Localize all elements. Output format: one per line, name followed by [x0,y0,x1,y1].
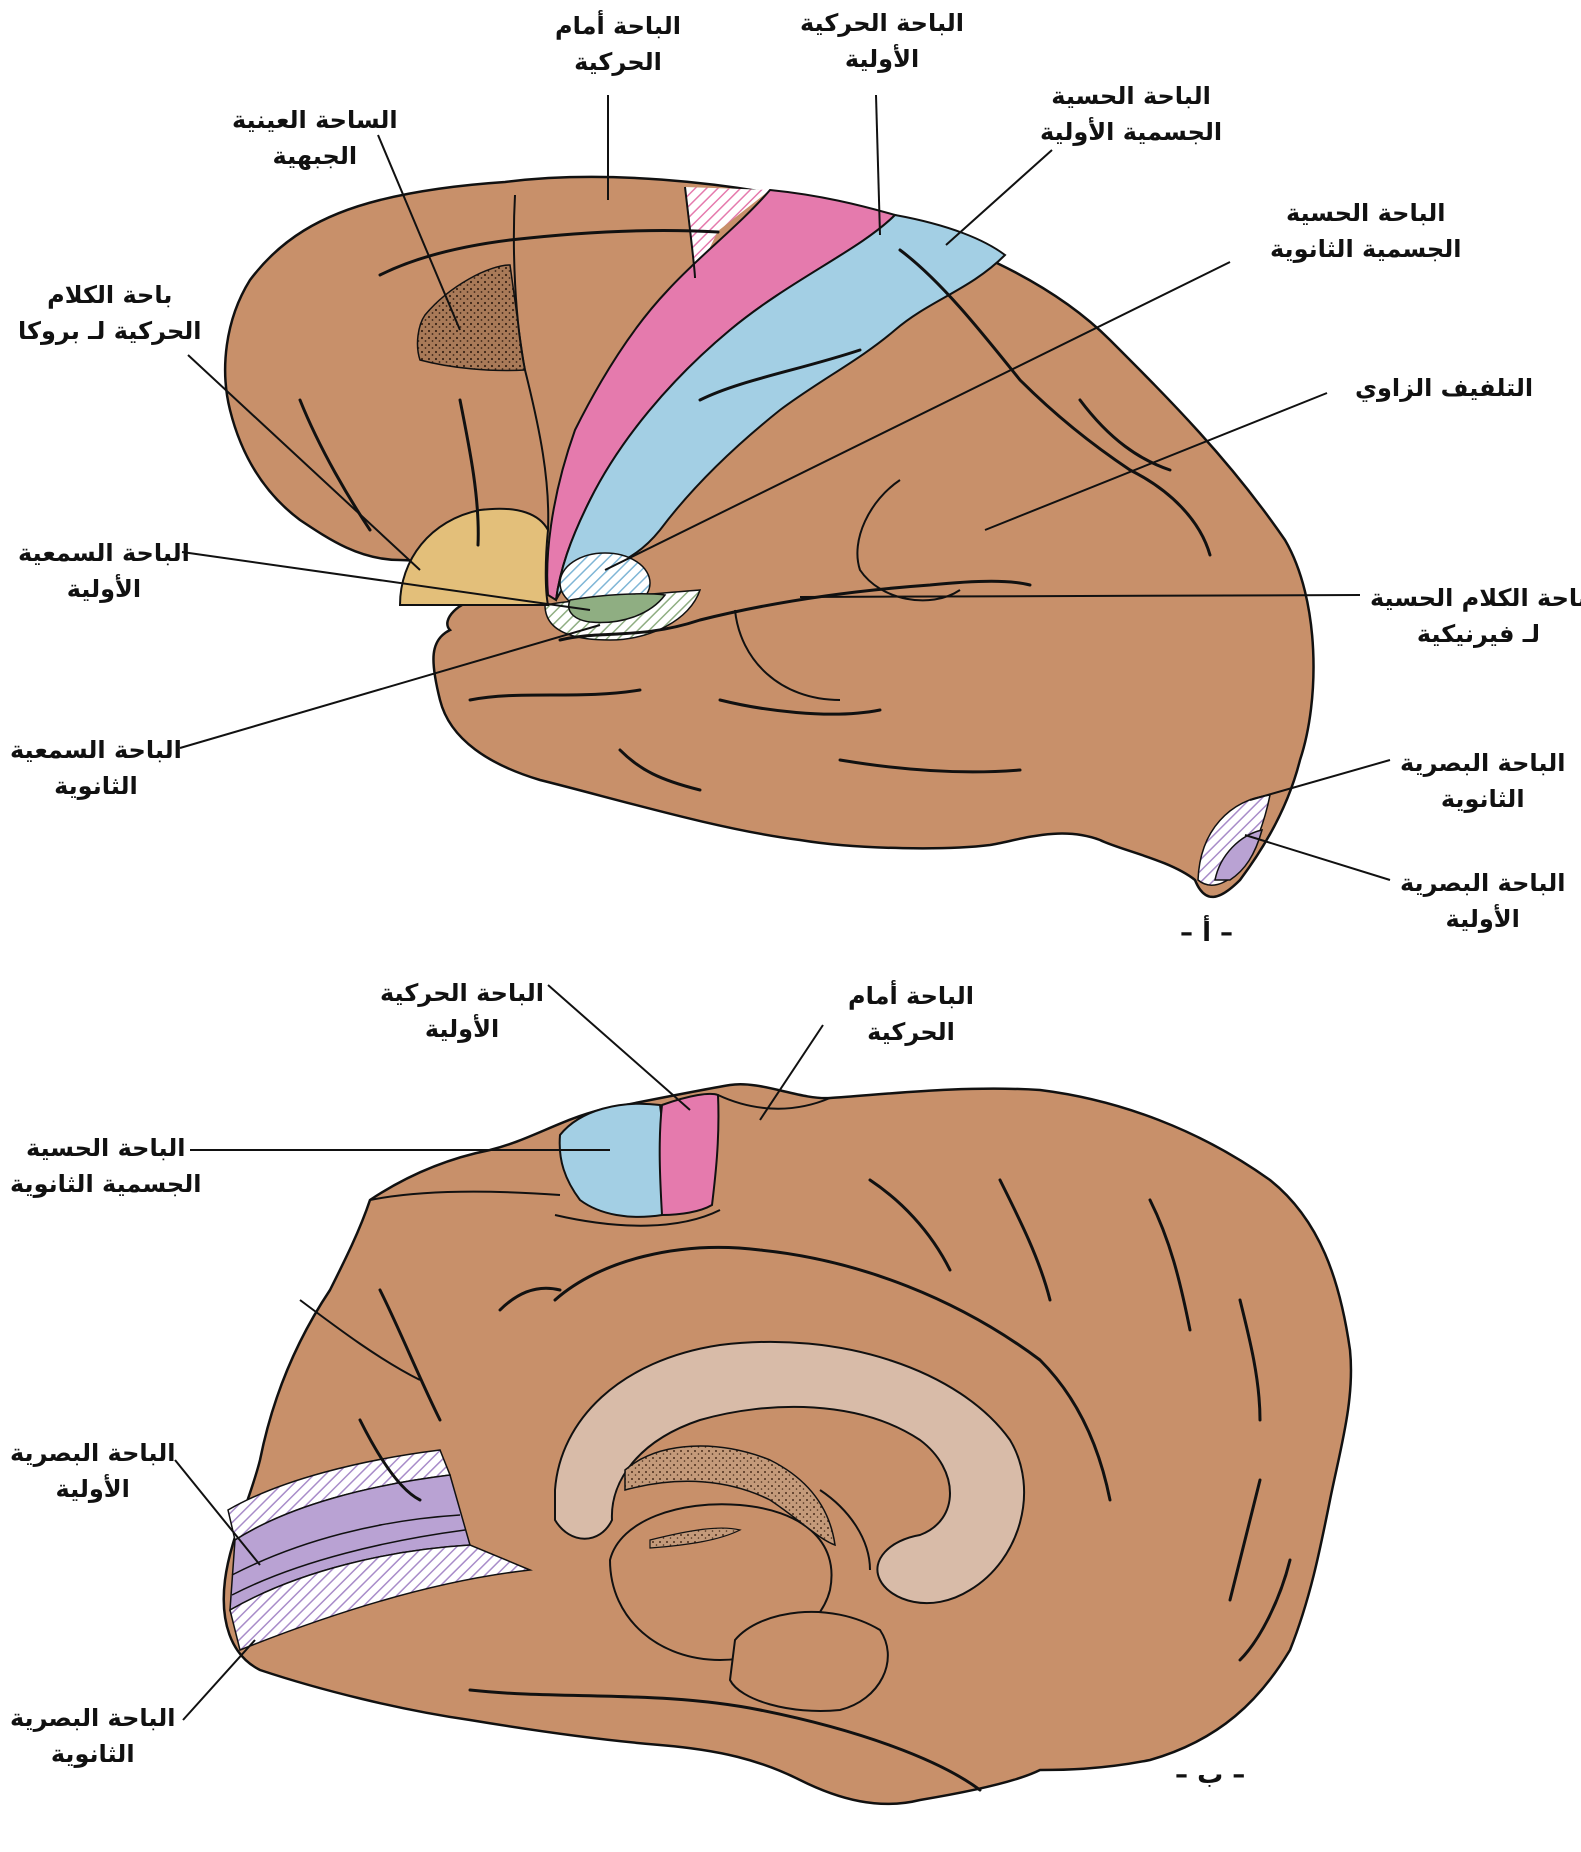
panel-a-lateral-brain [223,175,1315,899]
label-secondary-visual-b: الباحة البصرية الثانوية [10,1700,175,1772]
label-line: الجبهية [272,142,358,170]
label-primary-visual-b: الباحة البصرية الأولية [10,1435,175,1507]
label-primary-visual-a: الباحة البصرية الأولية [1400,865,1565,937]
secondary-visual-hatched-b-lower [229,1544,533,1652]
label-line: التلفيف الزاوي [1355,374,1534,402]
label-wernicke: باحة الكلام الحسية لـ فيرنيكية [1370,580,1581,652]
label-line: الباحة البصرية [1400,869,1566,897]
label-premotor-b: الباحة أمام الحركية [848,978,974,1050]
secondary-visual-hatched-a [1197,794,1271,886]
corpus-callosum [554,1340,1025,1605]
label-line: الباحة الحسية [1285,199,1446,227]
label-line: الأولية [55,1475,130,1503]
panel-b-tag: – ب – [1175,1760,1246,1790]
label-line: الباحة البصرية [1400,749,1566,777]
primary-motor-area-b [658,1092,720,1217]
panel-b-medial-brain [222,1082,1353,1806]
premotor-hatched-area [685,187,770,278]
primary-visual-area-a [1214,828,1264,881]
label-line: الجسمية الأولية [1040,118,1223,146]
label-line: باحة الكلام [47,281,173,309]
label-secondary-visual-a: الباحة البصرية الثانوية [1400,745,1565,817]
label-line: الباحة السمعية [10,736,182,764]
label-line: الأولية [844,45,920,73]
label-line: الثانوية [50,1740,135,1768]
label-line: الباحة أمام [848,982,974,1010]
label-line: لـ فيرنيكية [1416,620,1541,648]
label-line: الحركية لـ بروكا [18,317,202,345]
label-line: الثانوية [1440,785,1525,813]
brainstem [728,1610,889,1712]
label-primary-auditory: الباحة السمعية الأولية [18,535,190,607]
medial-brain-outline [222,1082,1353,1806]
label-line: الثانوية [54,772,138,800]
label-line: الأولية [424,1015,500,1043]
panel-a-leader-lines [179,94,1391,881]
label-line: الباحة الحسية [1051,82,1211,110]
label-primary-motor-b: الباحة الحركية الأولية [380,975,544,1047]
medial-gyri-outlines [299,1094,871,1571]
label-line: الأولية [66,575,142,603]
label-secondary-somatosensory-b: الباحة الحسية الجسمية الثانوية [10,1130,201,1202]
label-broca: باحة الكلام الحركية لـ بروكا [18,277,202,349]
lateral-gyri-outlines [512,186,961,701]
label-secondary-somatosensory-a: الباحة الحسية الجسمية الثانوية [1270,195,1461,267]
label-primary-motor-a: الباحة الحركية الأولية [800,5,964,77]
label-line: الأولية [1445,905,1520,933]
panel-a-tag: – أ – [1180,918,1234,948]
panel-b-leader-lines [174,984,824,1721]
label-premotor-a: الباحة أمام الحركية [555,8,681,80]
label-line: الباحة أمام [555,12,681,40]
label-line: الباحة الحسية [25,1134,186,1162]
label-line: باحة الكلام الحسية [1370,584,1581,612]
medial-sulci [358,1178,1292,1792]
label-secondary-auditory: الباحة السمعية الثانوية [10,732,182,804]
wernicke-area-green [568,593,667,624]
lateral-sulci [298,228,1212,792]
label-angular-gyrus: التلفيف الزاوي [1355,370,1533,406]
label-line: الباحة البصرية [10,1439,176,1467]
label-line: الجسمية الثانوية [10,1170,202,1198]
label-line: الساحة العينية [232,106,398,134]
label-line: الباحة السمعية [18,539,190,567]
label-frontal-eye-field: الساحة العينية الجبهية [232,102,398,174]
fornix-dotted [624,1445,836,1547]
primary-somatosensory-area-a [555,213,1007,601]
anterior-commissure-dotted [649,1527,742,1549]
label-primary-somatosensory: الباحة الحسية الجسمية الأولية [1040,78,1222,150]
label-line: الباحة الحركية [800,9,965,37]
label-line: الجسمية الثانوية [1270,235,1462,263]
label-line: الحركية [867,1018,955,1046]
label-line: الباحة الحركية [380,979,545,1007]
label-line: الباحة البصرية [10,1704,176,1732]
label-line: الحركية [574,48,662,76]
